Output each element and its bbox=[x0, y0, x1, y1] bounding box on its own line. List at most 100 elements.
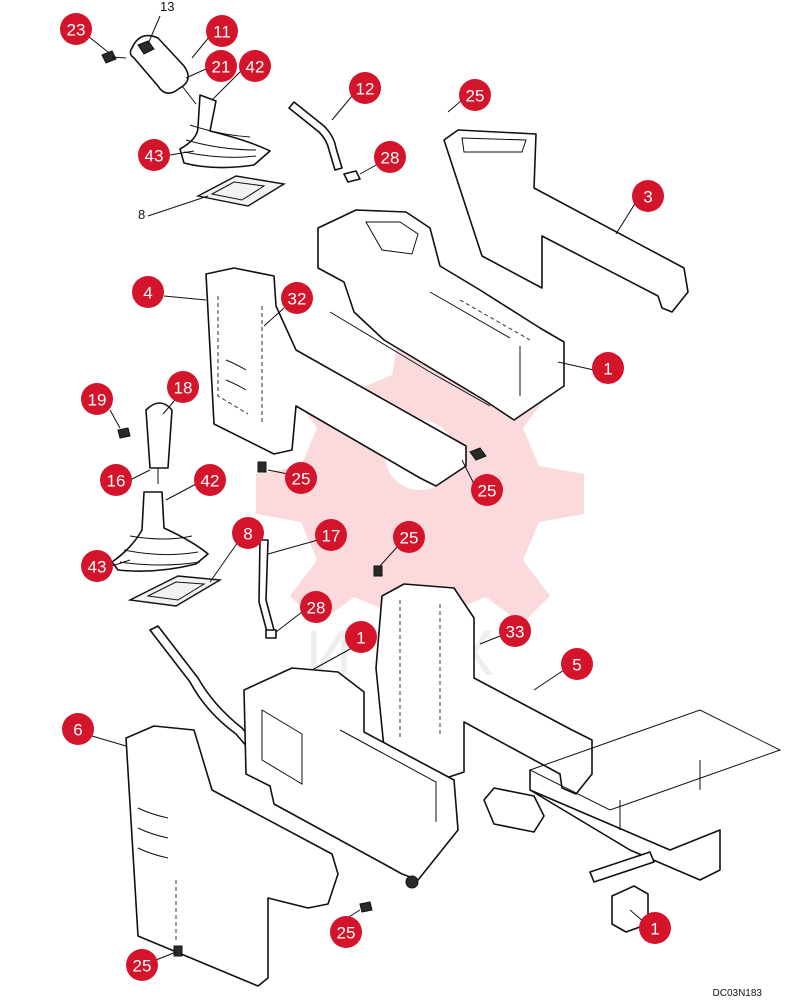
callout-number: 28 bbox=[307, 599, 326, 618]
gear-boot-lower bbox=[111, 491, 209, 572]
callout-3: 3 bbox=[632, 180, 664, 212]
callout-marker bbox=[60, 13, 92, 45]
callout-33: 33 bbox=[499, 615, 531, 647]
linkage-assembly bbox=[483, 787, 655, 883]
callout-32: 32 bbox=[281, 282, 313, 314]
callout-11: 11 bbox=[206, 15, 238, 47]
bolt-19 bbox=[117, 427, 131, 439]
bolt-25-bottom-left bbox=[173, 945, 183, 957]
part-label-13: 13 bbox=[160, 0, 174, 14]
callout-number: 18 bbox=[174, 379, 193, 398]
callout-marker bbox=[374, 141, 406, 173]
callout-marker bbox=[232, 517, 264, 549]
callout-number: 3 bbox=[643, 188, 652, 207]
callout-6: 6 bbox=[62, 713, 94, 745]
callout-number: 6 bbox=[73, 721, 82, 740]
callout-number: 25 bbox=[466, 87, 485, 106]
callout-marker bbox=[132, 276, 164, 308]
callout-marker bbox=[639, 912, 671, 944]
callout-17: 17 bbox=[315, 519, 347, 551]
callout-number: 25 bbox=[478, 482, 497, 501]
callout-marker bbox=[300, 591, 332, 623]
callout-number: 16 bbox=[107, 472, 126, 491]
bolt-25-right-upper bbox=[469, 447, 487, 461]
callout-number: 1 bbox=[650, 920, 659, 939]
console-frame-upper bbox=[317, 209, 565, 421]
callout-marker bbox=[100, 464, 132, 496]
callout-marker bbox=[471, 474, 503, 506]
nut-28-upper bbox=[343, 170, 361, 183]
callout-number: 25 bbox=[400, 529, 419, 548]
callout-number: 23 bbox=[67, 21, 86, 40]
callout-marker bbox=[205, 50, 237, 82]
callout-marker bbox=[499, 615, 531, 647]
callout-25: 25 bbox=[285, 462, 317, 494]
callout-28: 28 bbox=[300, 591, 332, 623]
callout-28: 28 bbox=[374, 141, 406, 173]
callout-marker bbox=[393, 521, 425, 553]
callout-number: 43 bbox=[88, 558, 107, 577]
callout-number: 19 bbox=[88, 391, 107, 410]
callout-number: 1 bbox=[603, 360, 612, 379]
callout-marker bbox=[239, 50, 271, 82]
callout-number: 25 bbox=[133, 957, 152, 976]
callout-number: 43 bbox=[145, 147, 164, 166]
callout-number: 21 bbox=[212, 58, 231, 77]
callout-marker bbox=[206, 15, 238, 47]
callout-marker bbox=[592, 352, 624, 384]
callout-25: 25 bbox=[459, 79, 491, 111]
callout-number: 28 bbox=[381, 149, 400, 168]
callout-1: 1 bbox=[592, 352, 624, 384]
bolt-25-bottom-right bbox=[359, 901, 373, 913]
callout-marker bbox=[138, 139, 170, 171]
lever-knob-upper bbox=[129, 34, 197, 105]
bolt-25-left-upper bbox=[257, 461, 267, 473]
callout-marker bbox=[194, 464, 226, 496]
callout-number: 4 bbox=[143, 284, 152, 303]
nut-28-lower bbox=[265, 629, 277, 639]
callout-marker bbox=[62, 713, 94, 745]
callout-5: 5 bbox=[561, 648, 593, 680]
callout-number: 42 bbox=[246, 58, 265, 77]
gear-boot-upper bbox=[179, 94, 271, 169]
callout-number: 32 bbox=[288, 290, 307, 309]
callout-number: 25 bbox=[337, 924, 356, 943]
callout-25: 25 bbox=[471, 474, 503, 506]
side-panel-4 bbox=[205, 267, 467, 487]
callout-marker bbox=[632, 180, 664, 212]
callout-marker bbox=[315, 519, 347, 551]
boot-plate-upper bbox=[195, 175, 286, 207]
part-label-8: 8 bbox=[138, 207, 145, 222]
callout-1: 1 bbox=[639, 912, 671, 944]
callout-4: 4 bbox=[132, 276, 164, 308]
callout-number: 17 bbox=[322, 527, 341, 546]
callout-number: 1 bbox=[356, 629, 365, 648]
callout-25: 25 bbox=[126, 949, 158, 981]
callout-marker bbox=[126, 949, 158, 981]
callout-marker bbox=[561, 648, 593, 680]
callout-marker bbox=[285, 462, 317, 494]
side-panel-6 bbox=[125, 725, 339, 987]
callout-19: 19 bbox=[81, 383, 113, 415]
callout-number: 11 bbox=[213, 23, 231, 42]
callout-marker bbox=[81, 383, 113, 415]
control-rod-upper bbox=[288, 101, 343, 171]
callout-25: 25 bbox=[330, 916, 362, 948]
callout-43: 43 bbox=[138, 139, 170, 171]
callout-43: 43 bbox=[81, 550, 113, 582]
drawing-code: DC03N183 bbox=[713, 988, 763, 999]
callout-marker bbox=[81, 550, 113, 582]
callout-number: 12 bbox=[356, 80, 375, 99]
callout-42: 42 bbox=[239, 50, 271, 82]
callout-16: 16 bbox=[100, 464, 132, 496]
callout-number: 8 bbox=[243, 525, 252, 544]
callout-number: 42 bbox=[201, 472, 220, 491]
bolt-23-upper bbox=[101, 50, 127, 64]
side-panel-3 bbox=[443, 129, 689, 313]
callout-1: 1 bbox=[345, 621, 377, 653]
callout-marker bbox=[349, 72, 381, 104]
callout-number: 33 bbox=[506, 623, 525, 642]
boot-plate-lower bbox=[127, 575, 223, 607]
